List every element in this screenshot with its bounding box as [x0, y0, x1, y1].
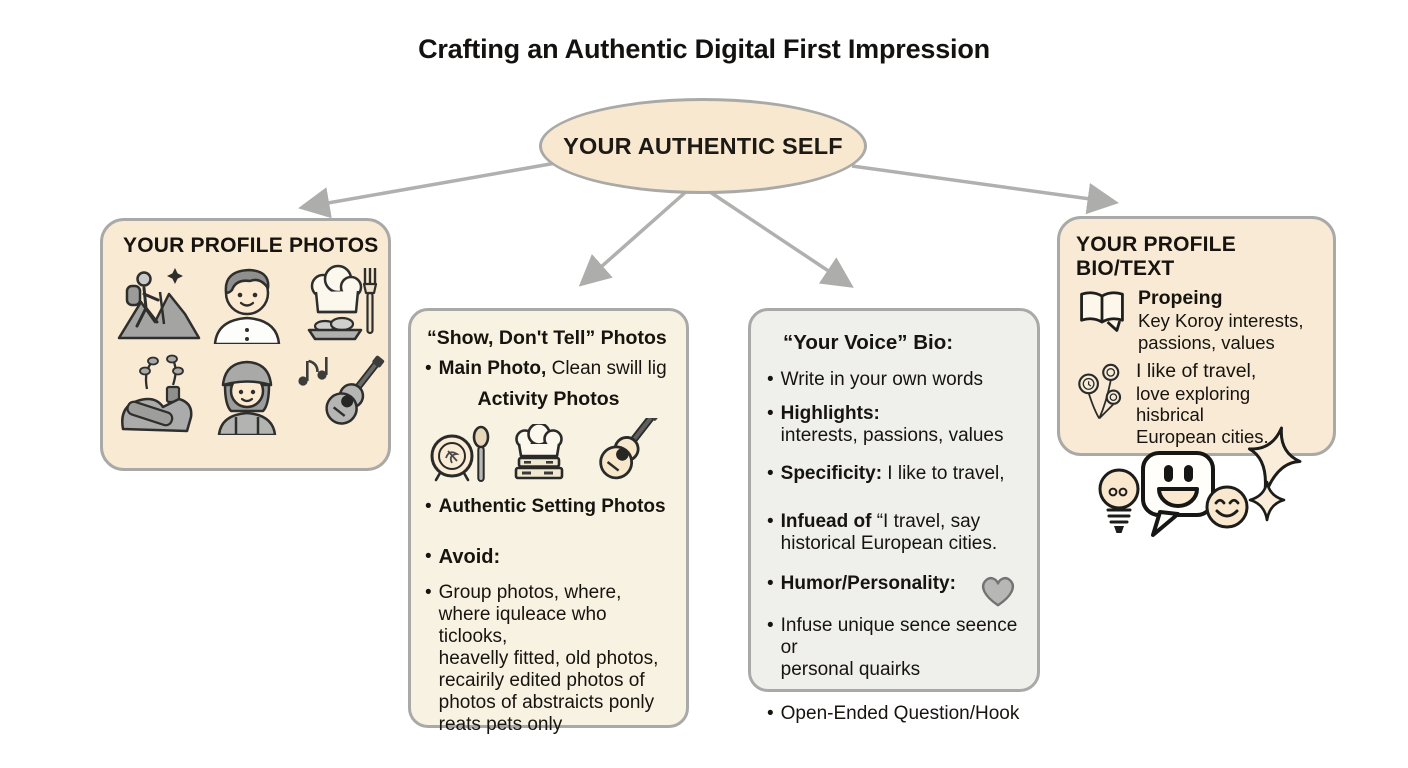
specificity-bullet: • Specificity: I like to travel, [767, 462, 1005, 484]
avoid-list-bullet: • Group photos, where, where iquleace wh… [425, 581, 659, 735]
activity-icons-row [425, 408, 672, 490]
your-voice-box: “Your Voice” Bio: • Write in your own wo… [748, 308, 1040, 724]
humor-bullet: • Humor/Personality: [767, 573, 1025, 609]
show-dont-tell-box: “Show, Don't Tell” Photos • Main Photo, … [408, 308, 689, 735]
open-ended-bullet: • Open-Ended Question/Hook [767, 703, 1020, 725]
chef-hat-books-icon [506, 422, 572, 490]
heart-icon [977, 573, 1019, 609]
profile-photos-icon-grid [103, 258, 388, 448]
lightbulb-icon [1096, 466, 1142, 547]
chef-boy-icon [203, 262, 291, 349]
propeing-row: Propeing Key Koroy interests, passions, … [1076, 287, 1321, 354]
music-guitar-icon [291, 353, 387, 440]
instead-bullet: • Infuead of “I travel, say historical E… [767, 510, 998, 554]
write-bullet: • Write in your own words [767, 368, 984, 390]
activity-photos-heading: Activity Photos [477, 387, 620, 410]
central-node-label: YOUR AUTHENTIC SELF [563, 132, 843, 159]
profile-bio-box: YOUR PROFILE BIO/TEXT Propeing Key Koroy… [1057, 216, 1336, 456]
chat-smiley-icon [1140, 450, 1218, 543]
main-photo-bullet: • Main Photo, Clean swill lig [425, 357, 667, 379]
sparkle-icon-small [1248, 480, 1286, 527]
smiley-icon [1204, 484, 1250, 535]
hiker-mountains-icon [115, 262, 203, 349]
girl-beret-icon [203, 353, 291, 440]
highlights-bullet: • Highlights: interests, passions, value… [767, 402, 1004, 446]
avoid-heading-bullet: • Avoid: [425, 546, 501, 569]
central-node: YOUR AUTHENTIC SELF [539, 98, 867, 194]
profile-bio-title: YOUR PROFILE BIO/TEXT [1076, 233, 1236, 280]
open-book-icon [1076, 287, 1128, 338]
profile-photos-title: YOUR PROFILE PHOTOS [123, 234, 379, 257]
travel-row: I like of travel, love exploring hisbric… [1076, 360, 1321, 448]
profile-photos-box: YOUR PROFILE PHOTOS [100, 218, 391, 471]
page-title: Crafting an Authentic Digital First Impr… [418, 34, 990, 64]
show-box-title: “Show, Don't Tell” Photos [427, 327, 667, 349]
plate-spoon-icon [428, 424, 494, 490]
balloons-icon [1076, 360, 1126, 427]
infuse-bullet: • Infuse unique sence seence or personal… [767, 614, 1018, 681]
plants-rocks-icon [115, 353, 203, 440]
authentic-setting-bullet: • Authentic Setting Photos [425, 496, 666, 518]
voice-box-title: “Your Voice” Bio: [783, 331, 954, 354]
guitar-icon [584, 408, 670, 490]
chef-hat-food-icon [295, 262, 383, 349]
